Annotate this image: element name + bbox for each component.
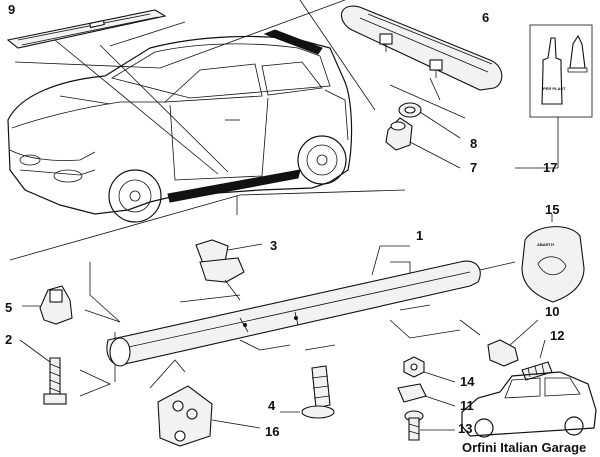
part-10-clip [487,319,539,367]
leader-lines [9,0,516,397]
part-13-bolt [404,410,455,441]
badge-text: ABARTH [537,242,554,247]
car-rear-spoiler [263,29,323,55]
part-12-screw [521,339,553,381]
callout-7: 7 [470,160,477,175]
callout-1: 1 [416,228,423,243]
callout-5: 5 [5,300,12,315]
callout-15: 15 [545,202,559,217]
callout-12: 12 [550,328,564,343]
part-8-washer [398,102,461,139]
callout-16: 16 [265,424,279,439]
callout-13: 13 [458,421,472,436]
part-9-sill-plate [6,9,167,49]
callout-14: 14 [460,374,475,389]
part-6-rear-spoiler [340,5,503,91]
small-car-illustration [461,371,597,438]
bottle-label: PER PLAST [543,86,566,91]
brand-watermark: Orfini Italian Garage [462,440,586,455]
part-7-grommet [385,117,461,169]
part-1-side-skirt [106,245,481,367]
part-16-clip-set [157,385,261,447]
callout-10: 10 [545,304,559,319]
part-5-bracket [22,285,73,325]
part-2-screw [19,339,67,405]
callout-11: 11 [460,398,474,413]
callout-3: 3 [270,238,277,253]
part-4-rivet [280,365,335,419]
part-11-clip-nut [397,383,456,407]
callout-2: 2 [5,332,12,347]
callout-8: 8 [470,136,477,151]
car-side-skirt [167,169,301,203]
callout-9: 9 [8,2,15,17]
car-illustration [7,29,353,223]
part-17-sealant-box: PER PLAST [515,24,593,169]
callout-17: 17 [543,160,557,175]
callout-4: 4 [268,398,276,413]
part-15-badge: ABARTH [521,214,585,303]
part-14-nut [403,356,456,383]
part-3-clip [195,239,263,301]
sealant-bottle [541,37,563,105]
callout-numbers: 9 6 8 7 17 15 1 3 5 2 10 12 14 4 11 16 1… [5,2,564,439]
applicator-tube [569,34,586,69]
callout-6: 6 [482,10,489,25]
